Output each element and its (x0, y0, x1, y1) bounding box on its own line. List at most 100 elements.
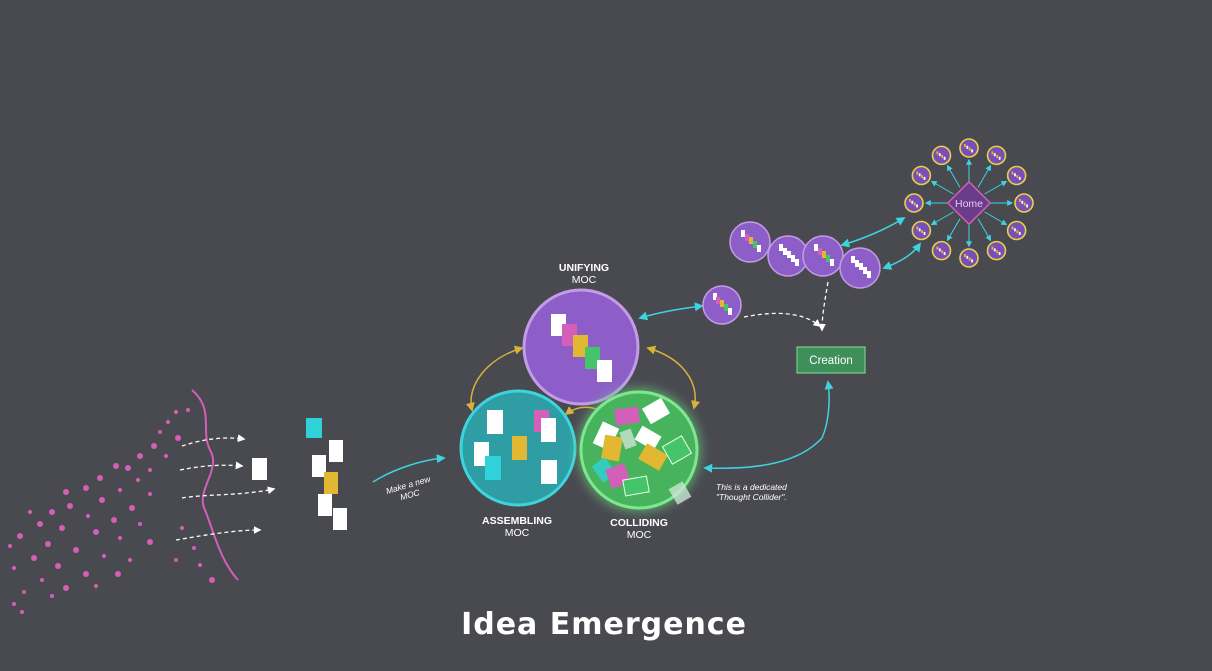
particle-dot (83, 485, 89, 491)
particle-dot (37, 521, 43, 527)
thought-collider-line2: "Thought Collider". (716, 492, 787, 502)
particle-dot (8, 544, 12, 548)
particle-dot (118, 536, 122, 540)
home-spoke-arrow (946, 218, 961, 242)
particle-dot (20, 610, 24, 614)
particle-dot (40, 578, 44, 582)
make-moc-arrow (372, 454, 446, 483)
particle-dot (22, 590, 26, 594)
particle-dot (99, 497, 105, 503)
particle-dot (209, 577, 215, 583)
particle-dot (17, 533, 23, 539)
particle-dot (137, 453, 143, 459)
assembling-moc (459, 389, 577, 507)
small-unifying-moc (702, 285, 742, 325)
particle-dot (111, 517, 117, 523)
home-node (931, 145, 952, 166)
particle-dot (45, 541, 51, 547)
particle-dot (97, 475, 103, 481)
particle-dot (63, 585, 69, 591)
idea-particles (8, 408, 215, 614)
particle-dot (164, 454, 168, 458)
creation-label: Creation (809, 355, 852, 367)
home-spoke-arrow (977, 164, 992, 188)
home-node (911, 165, 932, 186)
particle-dot (158, 430, 162, 434)
home-spoke-arrow (930, 211, 954, 226)
home-node (986, 145, 1007, 166)
particle-dot (175, 435, 181, 441)
home-node (1006, 220, 1027, 241)
home-node (959, 248, 979, 268)
particle-dot (83, 571, 89, 577)
home-diamond: Home (946, 180, 992, 226)
particle-dot (31, 555, 37, 561)
particle-dot (93, 529, 99, 535)
colliding-subtitle: MOC (627, 529, 652, 541)
incoming-dashed-arrows (175, 434, 276, 541)
particle-dot (151, 443, 157, 449)
home-spoke-arrow (977, 218, 992, 242)
particle-dot (49, 509, 55, 515)
creation-box: Creation (796, 346, 866, 374)
unifying-title: UNIFYING (559, 262, 609, 274)
particle-dot (86, 514, 90, 518)
home-spoke-arrow (930, 180, 954, 195)
particle-dot (180, 526, 184, 530)
particle-dot (113, 463, 119, 469)
home-spoke-arrow (946, 164, 961, 188)
home-node (1014, 193, 1034, 213)
home-node (986, 240, 1007, 261)
particle-dot (129, 505, 135, 511)
particle-dot (147, 539, 153, 545)
colliding-title: COLLIDING (610, 517, 668, 529)
particle-dot (12, 602, 16, 606)
creation-dashed-arrows (743, 281, 829, 332)
home-node (911, 220, 932, 241)
home-node (1006, 165, 1027, 186)
home-ring (904, 138, 1034, 268)
particle-dot (63, 489, 69, 495)
particle-dot (186, 408, 190, 412)
particle-dot (192, 546, 196, 550)
particle-dot (136, 478, 140, 482)
particle-dot (125, 465, 131, 471)
home-node (904, 193, 924, 213)
notes-stack (306, 418, 347, 530)
particle-dot (94, 584, 98, 588)
particle-dot (148, 468, 152, 472)
single-note (252, 458, 267, 480)
boundary-wave (191, 389, 239, 581)
particle-dot (102, 554, 106, 558)
home-spoke-arrow (984, 211, 1008, 226)
moc-cluster (729, 221, 881, 289)
particle-dot (174, 558, 178, 562)
particle-dot (50, 594, 54, 598)
particle-dot (28, 510, 32, 514)
home-spoke-arrow (984, 180, 1008, 195)
particle-dot (138, 522, 142, 526)
particle-dot (118, 488, 122, 492)
particle-dot (128, 558, 132, 562)
particle-dot (12, 566, 16, 570)
home-node (931, 240, 952, 261)
cyan-connector-arrows (638, 217, 922, 473)
unifying-moc (522, 288, 640, 406)
particle-dot (55, 563, 61, 569)
home-label: Home (955, 198, 983, 210)
thought-collider-line1: This is a dedicated (716, 482, 787, 492)
home-node (959, 138, 979, 158)
particle-dot (166, 420, 170, 424)
colliding-moc (579, 390, 699, 510)
particle-dot (198, 563, 202, 567)
particle-dot (174, 410, 178, 414)
unifying-subtitle: MOC (572, 274, 597, 286)
particle-dot (115, 571, 121, 577)
page-title: Idea Emergence (461, 607, 747, 642)
assembling-subtitle: MOC (505, 527, 530, 539)
particle-dot (148, 492, 152, 496)
make-moc-label: Make a new MOC (385, 474, 433, 503)
particle-dot (59, 525, 65, 531)
assembling-title: ASSEMBLING (482, 515, 552, 527)
